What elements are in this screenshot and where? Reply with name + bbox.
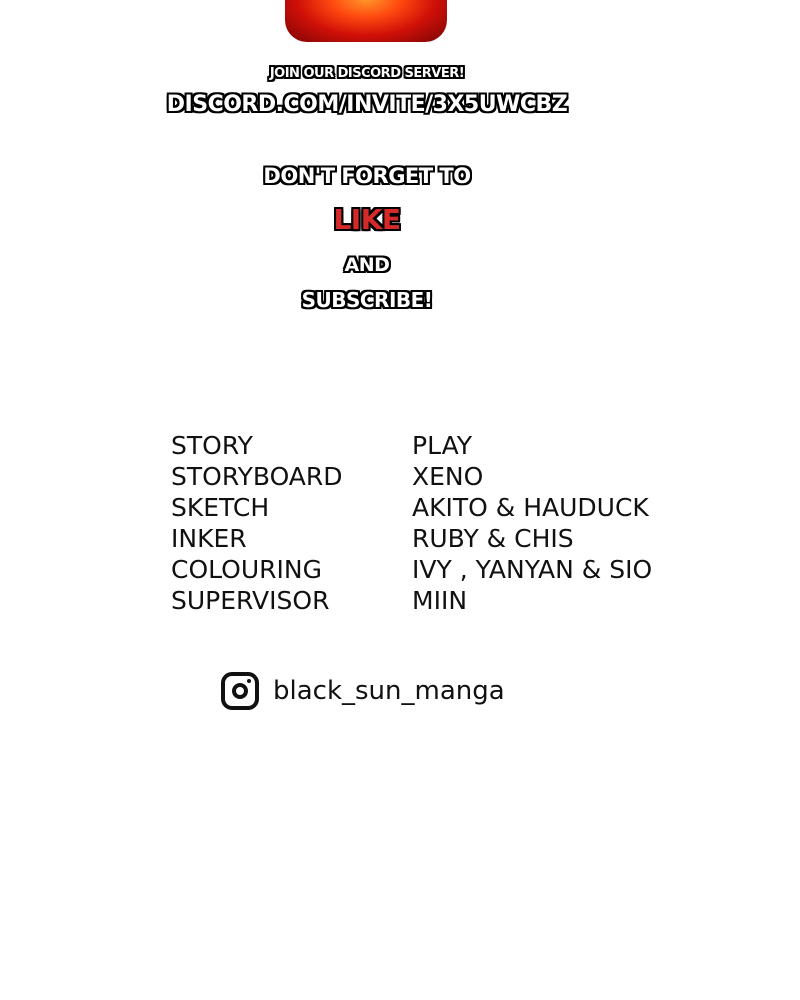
credits-list: STORY PLAY STORYBOARD XENO SKETCH AKITO & H… (171, 430, 652, 616)
discord-invite-link[interactable]: DISCORD.COM/INVITE/3X5UWCBZ (166, 92, 568, 117)
cta-dont-forget: DON'T FORGET TO (263, 164, 471, 188)
subscribe-logo-image (285, 0, 447, 42)
credit-role: STORYBOARD (171, 462, 343, 491)
credit-role: INKER (171, 524, 247, 553)
discord-join-text: JOIN OUR DISCORD SERVER! (269, 66, 465, 81)
credit-name: PLAY (412, 431, 473, 460)
credit-role: COLOURING (171, 555, 322, 584)
cta-and: AND (344, 254, 390, 276)
credit-name: IVY , YANYAN & SIO (412, 555, 653, 584)
cta-subscribe: SUBSCRIBE! (301, 288, 433, 312)
credit-row: SUPERVISOR MIIN (171, 585, 652, 616)
credit-name: RUBY & CHIS (412, 524, 574, 553)
credit-name: XENO (412, 462, 484, 491)
credit-row: COLOURING IVY , YANYAN & SIO (171, 554, 652, 585)
instagram-handle: black_sun_manga (273, 676, 505, 706)
instagram-link[interactable]: black_sun_manga (221, 672, 505, 710)
instagram-icon (221, 672, 259, 710)
credit-row: SKETCH AKITO & HAUDUCK (171, 492, 652, 523)
credit-name: AKITO & HAUDUCK (412, 493, 649, 522)
credit-row: STORYBOARD XENO (171, 461, 652, 492)
credit-name: MIIN (412, 586, 468, 615)
credit-row: STORY PLAY (171, 430, 652, 461)
credit-role: SKETCH (171, 493, 270, 522)
cta-like: LIKE (333, 203, 401, 236)
credit-role: STORY (171, 431, 253, 460)
credit-role: SUPERVISOR (171, 586, 330, 615)
credit-row: INKER RUBY & CHIS (171, 523, 652, 554)
